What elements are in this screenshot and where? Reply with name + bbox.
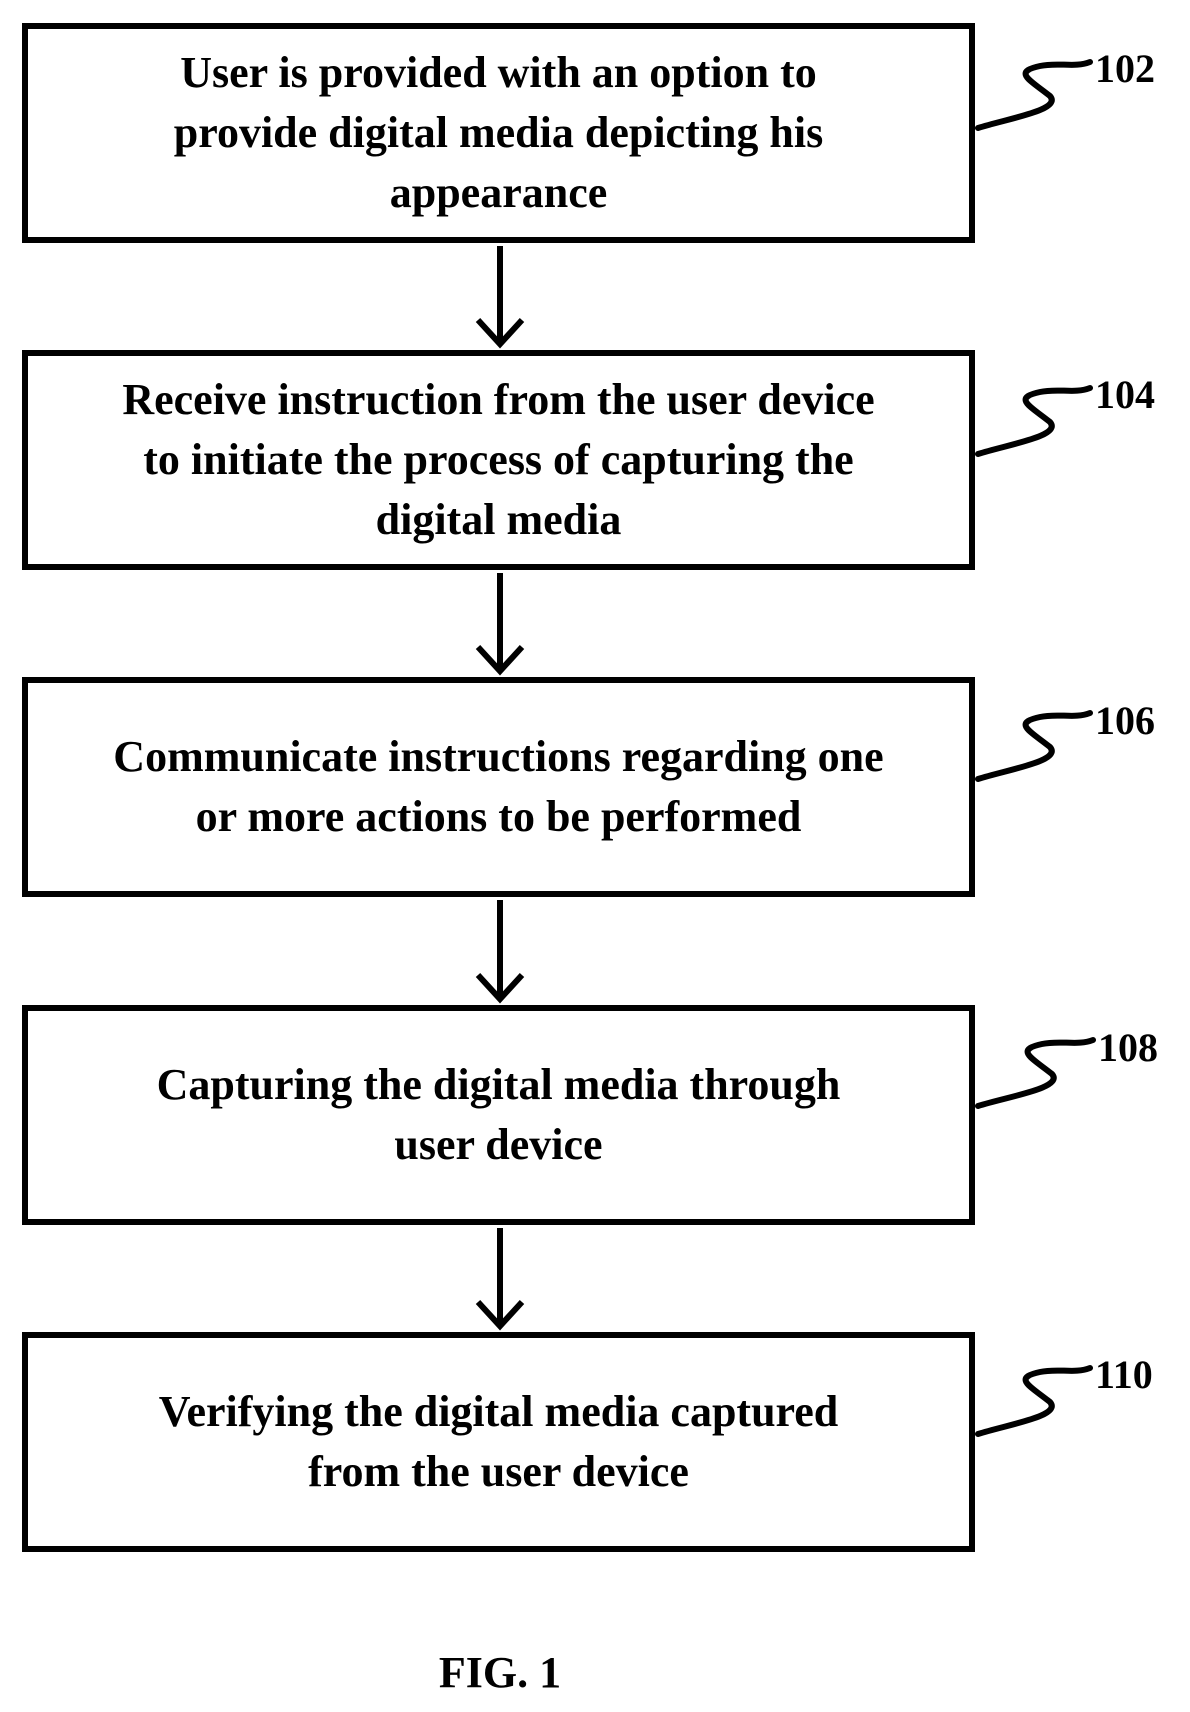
flow-arrow	[478, 246, 522, 344]
step-box-104: Receive instruction from the user device…	[22, 350, 975, 570]
flow-arrow	[478, 900, 522, 999]
step-text: Receive instruction from the user device…	[100, 370, 896, 550]
reference-leader	[978, 1368, 1090, 1434]
reference-numeral: 104	[1095, 373, 1155, 417]
step-box-110: Verifying the digital media captured fro…	[22, 1332, 975, 1552]
step-text: Verifying the digital media captured fro…	[137, 1382, 861, 1502]
reference-leader	[978, 713, 1090, 779]
figure-caption: FIG. 1	[0, 1648, 1000, 1698]
reference-numeral: 106	[1095, 699, 1155, 743]
reference-leader	[978, 62, 1090, 128]
reference-numeral: 102	[1095, 47, 1155, 91]
step-box-108: Capturing the digital media through user…	[22, 1005, 975, 1225]
step-box-102: User is provided with an option to provi…	[22, 23, 975, 243]
reference-numeral: 110	[1095, 1353, 1153, 1397]
reference-leader	[978, 1040, 1093, 1106]
step-text: Capturing the digital media through user…	[135, 1055, 863, 1175]
flow-arrow	[478, 1228, 522, 1326]
flow-arrow	[478, 573, 522, 671]
step-text: Communicate instructions regarding one o…	[91, 727, 905, 847]
step-box-106: Communicate instructions regarding one o…	[22, 677, 975, 897]
reference-numeral: 108	[1098, 1026, 1158, 1070]
reference-leader	[978, 388, 1090, 454]
step-text: User is provided with an option to provi…	[152, 43, 846, 223]
